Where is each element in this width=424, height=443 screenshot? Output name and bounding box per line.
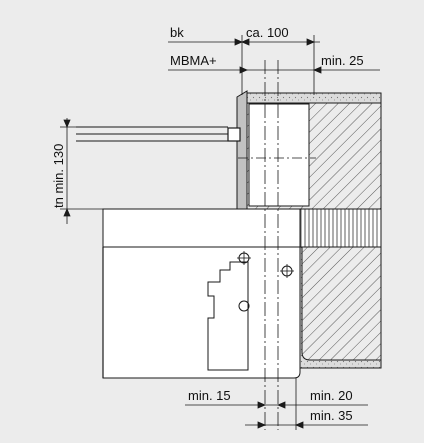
dim-label-min-25: min. 25 <box>321 53 364 68</box>
insulation-band <box>299 208 382 248</box>
door-leaf <box>102 208 301 379</box>
center-lines <box>238 60 316 430</box>
wall-lower <box>299 246 382 363</box>
dim-label-bk: bk <box>170 25 184 40</box>
dim-label-min-15: min. 15 <box>188 388 231 403</box>
dim-label-tn-min-130: tn min. 130 <box>51 144 66 208</box>
dim-label-min-35: min. 35 <box>310 408 353 423</box>
glass-pane <box>76 126 241 142</box>
dimension-lines <box>60 35 380 430</box>
hinge-block <box>207 251 294 371</box>
dim-label-min-20: min. 20 <box>310 388 353 403</box>
wall-upper <box>246 100 382 210</box>
dim-label-mbma: MBMA+ <box>170 53 217 68</box>
dim-label-ca-100: ca. 100 <box>246 25 289 40</box>
